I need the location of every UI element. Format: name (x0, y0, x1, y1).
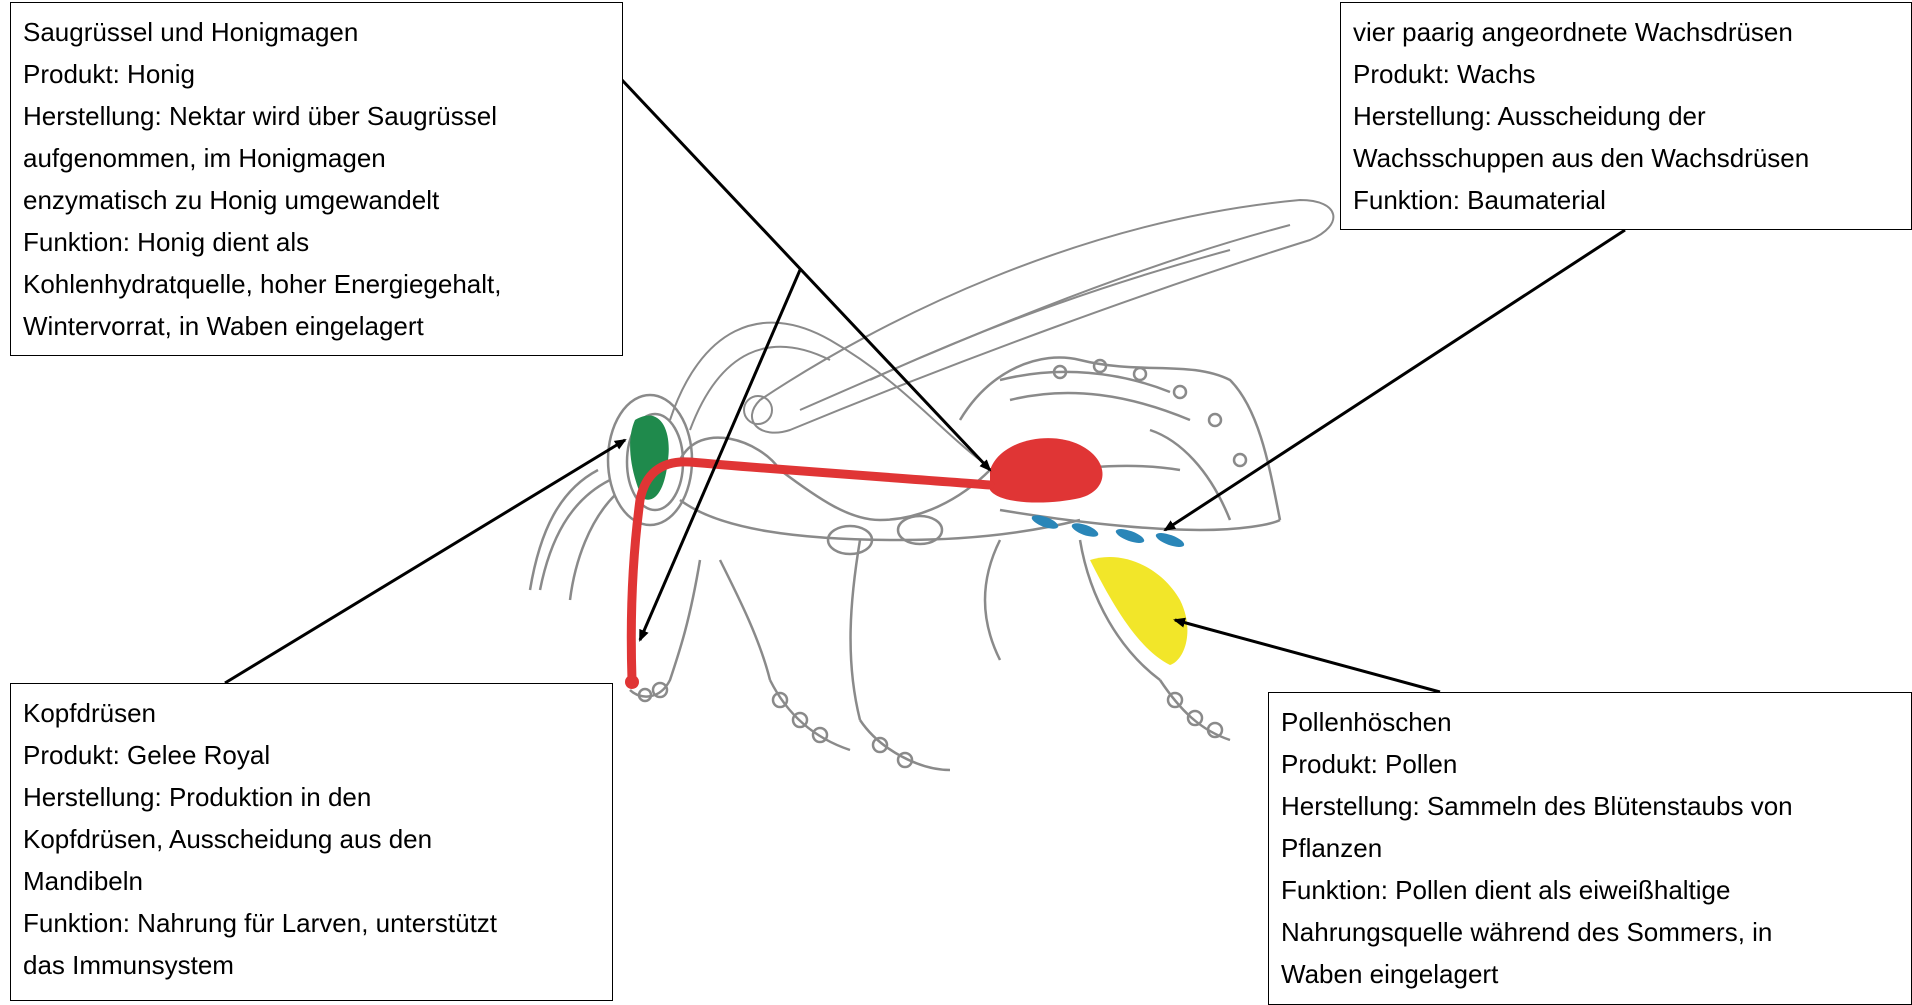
pollen-basket-shape (1090, 557, 1187, 665)
label-production: Wachsschuppen aus den Wachsdrüsen (1353, 137, 1901, 179)
label-product: Produkt: Gelee Royal (23, 734, 602, 776)
head-gland-shape (630, 416, 669, 500)
label-production: Herstellung: Sammeln des Blütenstaubs vo… (1281, 785, 1901, 827)
label-function: das Immunsystem (23, 944, 602, 986)
label-production: Kopfdrüsen, Ausscheidung aus den (23, 818, 602, 860)
arrow-wachs (1165, 230, 1625, 530)
label-function: Funktion: Baumaterial (1353, 179, 1901, 221)
label-production: Mandibeln (23, 860, 602, 902)
label-product: Produkt: Pollen (1281, 743, 1901, 785)
label-function: Funktion: Honig dient als (23, 221, 612, 263)
label-title: Pollenhöschen (1281, 701, 1901, 743)
label-production: aufgenommen, im Honigmagen (23, 137, 612, 179)
label-function: Kohlenhydratquelle, hoher Energiegehalt, (23, 263, 612, 305)
label-title: Saugrüssel und Honigmagen (23, 11, 612, 53)
label-function: Nahrungsquelle während des Sommers, in (1281, 911, 1901, 953)
honey-stomach-shape (990, 438, 1103, 502)
label-production: enzymatisch zu Honig umgewandelt (23, 179, 612, 221)
label-box-wachs: vier paarig angeordnete Wachsdrüsen Prod… (1340, 2, 1912, 230)
label-production: Herstellung: Nektar wird über Saugrüssel (23, 95, 612, 137)
proboscis-tip (625, 675, 639, 689)
arrow-gelee (225, 440, 625, 683)
arrow-pollen (1175, 620, 1440, 692)
label-title: Kopfdrüsen (23, 692, 602, 734)
bee-legs (630, 516, 1230, 770)
label-title: vier paarig angeordnete Wachsdrüsen (1353, 11, 1901, 53)
label-production: Pflanzen (1281, 827, 1901, 869)
label-product: Produkt: Wachs (1353, 53, 1901, 95)
label-box-pollen: Pollenhöschen Produkt: Pollen Herstellun… (1268, 692, 1912, 1005)
label-box-gelee: Kopfdrüsen Produkt: Gelee Royal Herstell… (10, 683, 613, 1001)
label-production: Herstellung: Ausscheidung der (1353, 95, 1901, 137)
bee-wings (670, 200, 1333, 460)
label-function: Wintervorrat, in Waben eingelagert (23, 305, 612, 347)
label-product: Produkt: Honig (23, 53, 612, 95)
label-box-honig: Saugrüssel und Honigmagen Produkt: Honig… (10, 2, 623, 356)
label-function: Funktion: Pollen dient als eiweißhaltige (1281, 869, 1901, 911)
label-function: Funktion: Nahrung für Larven, unterstütz… (23, 902, 602, 944)
label-production: Herstellung: Produktion in den (23, 776, 602, 818)
label-function: Waben eingelagert (1281, 953, 1901, 995)
